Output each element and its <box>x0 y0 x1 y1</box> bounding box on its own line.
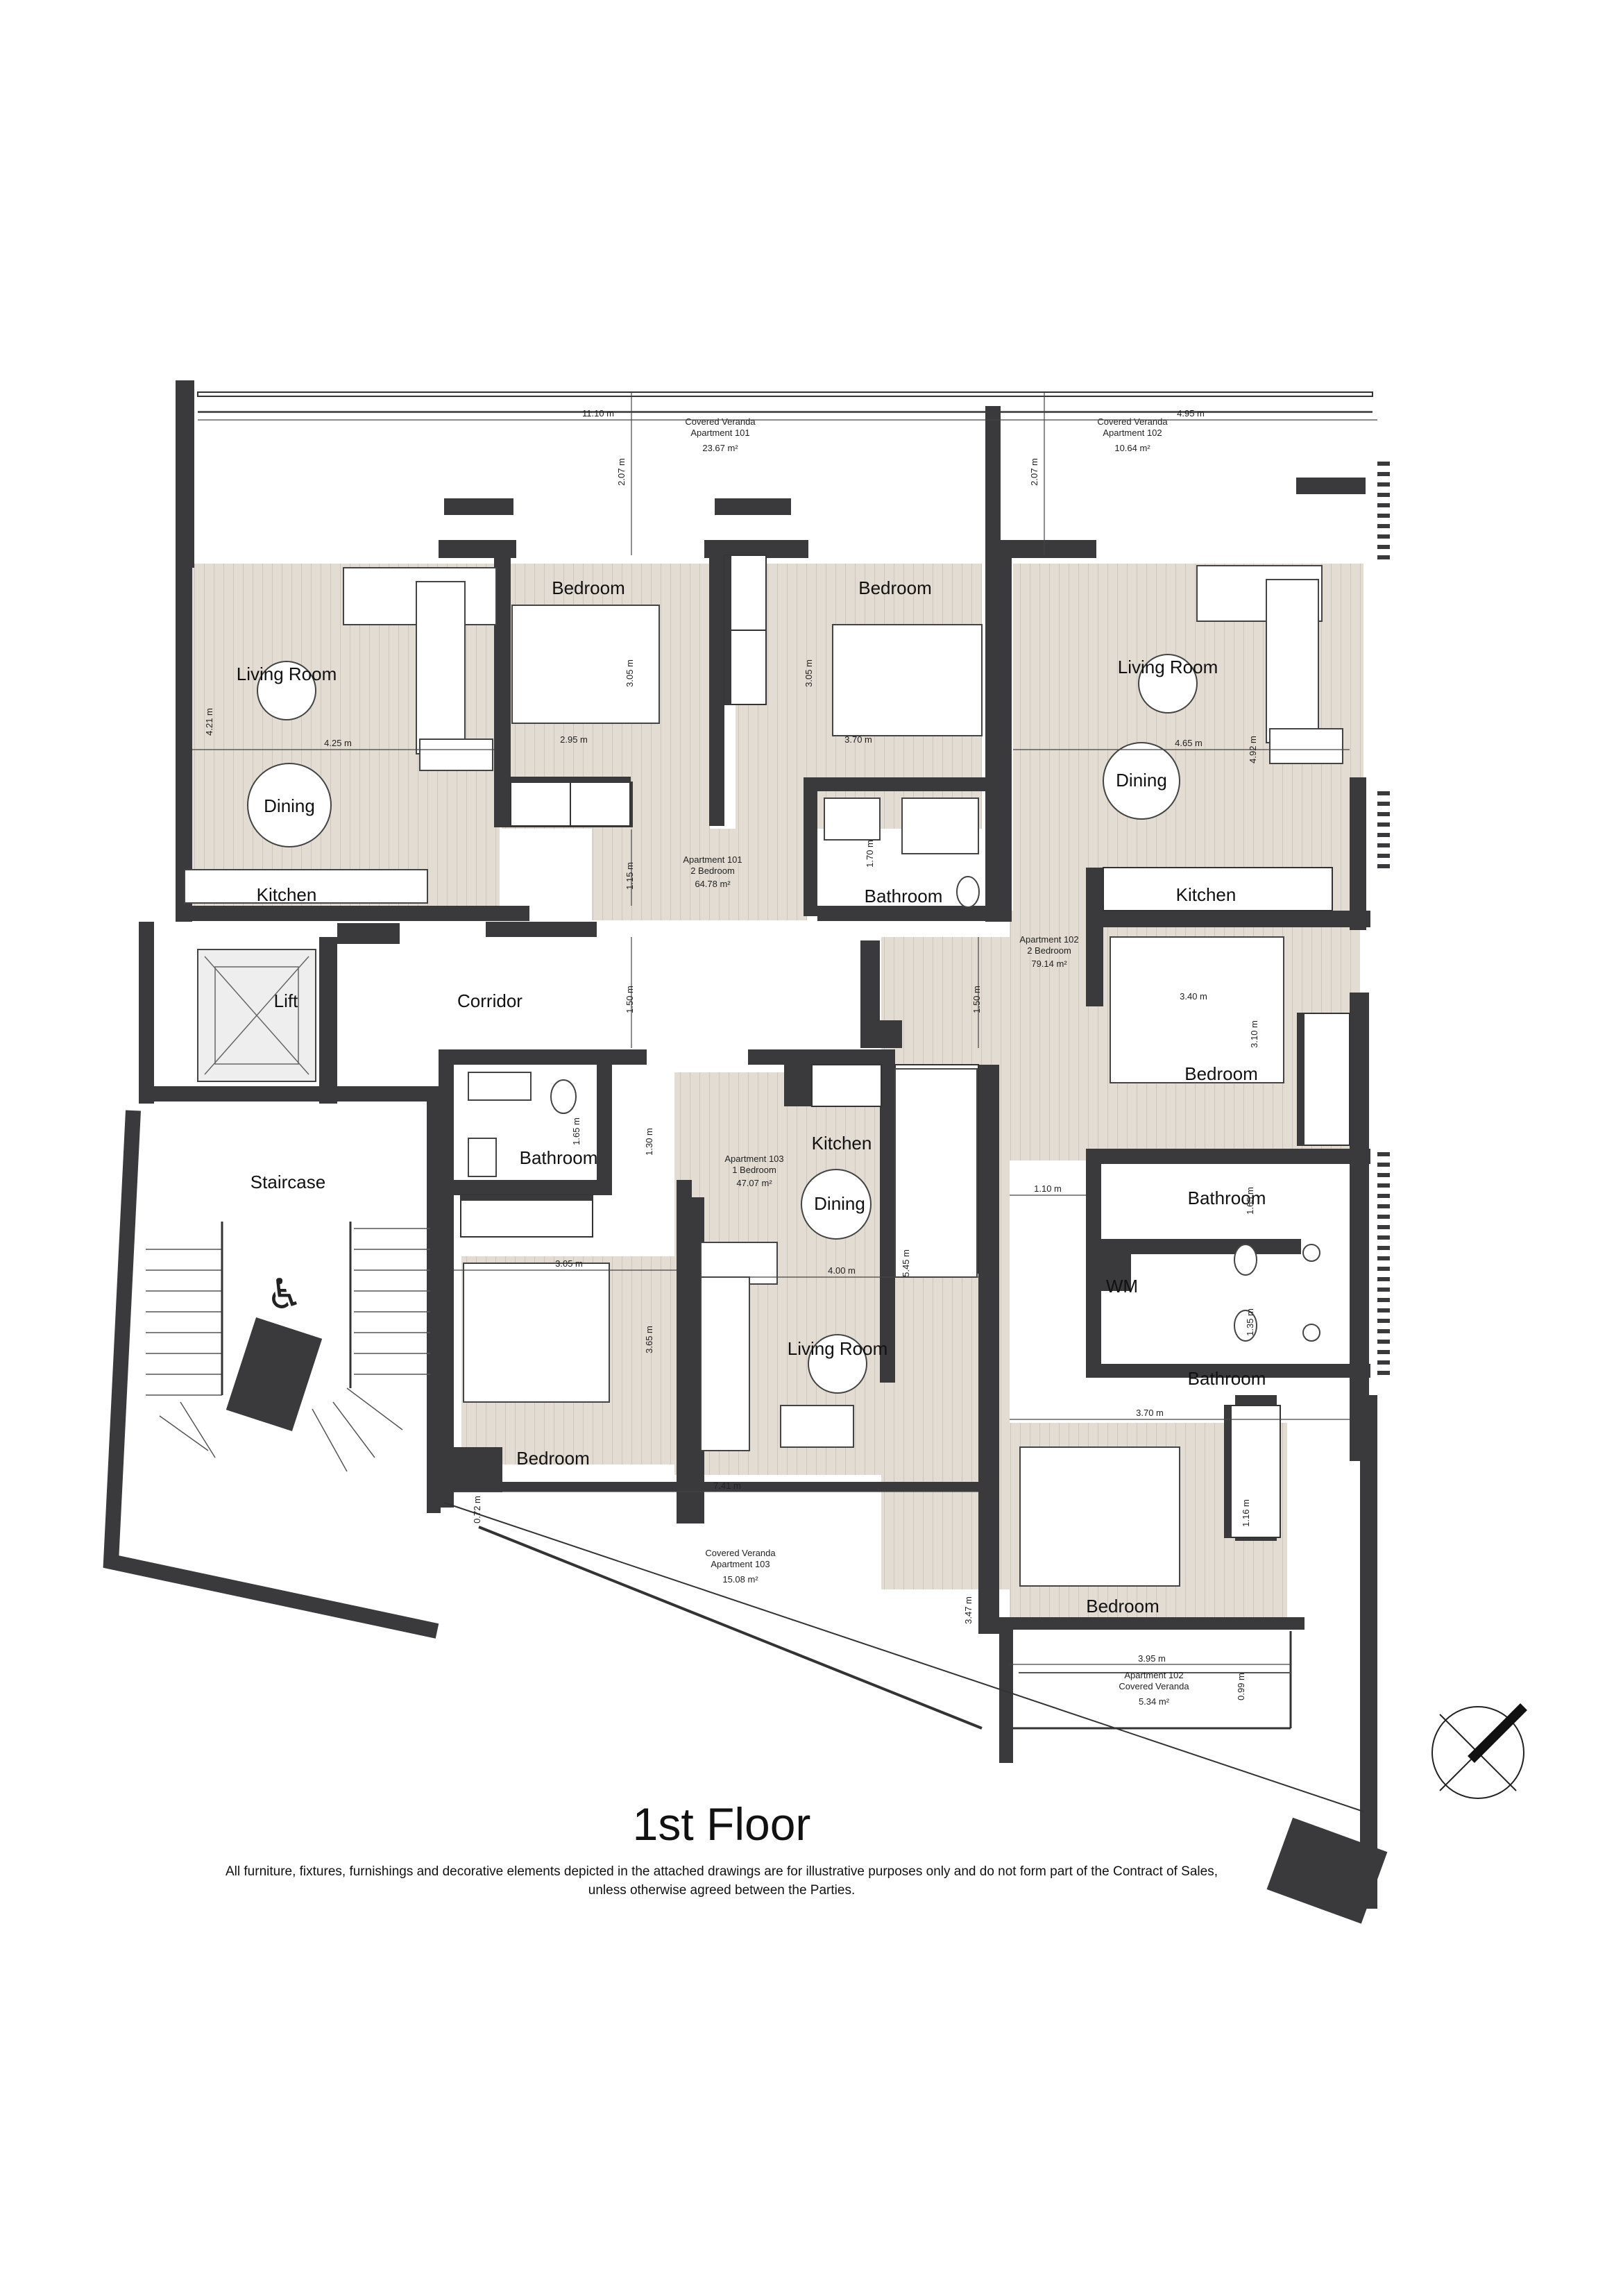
dim-3-70b: 3.70 m <box>1136 1408 1164 1418</box>
dim-1-50b: 1.50 m <box>971 986 982 1013</box>
dim-0-99: 0.99 m <box>1236 1673 1246 1700</box>
furniture <box>184 565 1343 1673</box>
apt-103-line1: Apartment 103 <box>724 1154 783 1164</box>
veranda-102-bottom-area: 5.34 m² <box>1139 1696 1170 1707</box>
label-dining-102: Dining <box>1116 770 1167 791</box>
area-labels: Covered Veranda Apartment 101 23.67 m² C… <box>683 416 1189 1707</box>
dim-3-95: 3.95 m <box>1138 1653 1166 1664</box>
walls <box>103 380 1390 1924</box>
apt-101-line2: 2 Bedroom <box>690 866 735 876</box>
veranda-101-line1: Covered Veranda <box>685 416 756 427</box>
page-title: 1st Floor <box>632 1798 811 1850</box>
apt-101-line1: Apartment 101 <box>683 854 742 865</box>
apt-103-area: 47.07 m² <box>736 1178 772 1188</box>
dim-7-41: 7.41 m <box>713 1480 741 1491</box>
wheelchair-icon: ♿ <box>266 1270 303 1319</box>
label-wm: WM <box>1106 1276 1138 1297</box>
label-bathroom-102b: Bathroom <box>1188 1368 1266 1389</box>
dim-1-35: 1.35 m <box>1245 1308 1255 1336</box>
dim-3-47: 3.47 m <box>963 1596 974 1624</box>
apt-102-line1: Apartment 102 <box>1019 934 1078 945</box>
dim-1-16: 1.16 m <box>1241 1499 1251 1527</box>
dim-1-65b: 1.65 m <box>1245 1187 1255 1215</box>
dim-4-25: 4.25 m <box>324 738 352 748</box>
veranda-103-area: 15.08 m² <box>722 1574 758 1585</box>
label-kitchen-101: Kitchen <box>257 884 317 905</box>
dim-2-95: 2.95 m <box>560 734 588 745</box>
dim-4-00: 4.00 m <box>828 1265 856 1276</box>
disclaimer-text: All furniture, fixtures, furnishings and… <box>226 1864 1218 1898</box>
veranda-102-top-line2: Apartment 102 <box>1103 428 1162 438</box>
label-bedroom-103: Bedroom <box>516 1448 590 1469</box>
veranda-102-top-area: 10.64 m² <box>1114 443 1150 453</box>
apt-101-area: 64.78 m² <box>695 879 731 889</box>
label-corridor: Corridor <box>457 990 522 1011</box>
dim-1-10: 1.10 m <box>1034 1183 1062 1194</box>
dim-2-07a: 2.07 m <box>616 458 627 486</box>
dim-0-72: 0.72 m <box>472 1496 482 1523</box>
dining-tables <box>247 654 1198 1394</box>
veranda-101-line2: Apartment 101 <box>690 428 749 438</box>
dim-3-05a: 3.05 m <box>624 659 635 687</box>
veranda-103-line2: Apartment 103 <box>711 1559 770 1569</box>
veranda-102-bottom-line1: Apartment 102 <box>1124 1670 1183 1680</box>
label-bedroom-101a: Bedroom <box>552 577 625 598</box>
veranda-102-top-line1: Covered Veranda <box>1097 416 1168 427</box>
dim-5-45: 5.45 m <box>901 1249 911 1277</box>
apt-103-line2: 1 Bedroom <box>732 1165 776 1175</box>
dim-4-65: 4.65 m <box>1175 738 1203 748</box>
label-dining-101: Dining <box>264 795 315 816</box>
dim-1-15: 1.15 m <box>624 862 635 890</box>
label-bathroom-103: Bathroom <box>520 1147 598 1168</box>
dim-1-50a: 1.50 m <box>624 986 635 1013</box>
dim-3-05b: 3.05 m <box>804 659 814 687</box>
dim-4-92: 4.92 m <box>1248 736 1258 763</box>
dimension-lines <box>192 392 1377 1665</box>
dimension-labels: 11.10 m 4.95 m 2.07 m 2.07 m 4.21 m 4.25… <box>204 408 1259 1700</box>
dim-1-65a: 1.65 m <box>571 1117 581 1145</box>
dim-1-30: 1.30 m <box>644 1128 654 1156</box>
label-dining-103: Dining <box>814 1193 865 1214</box>
dim-11-10: 11.10 m <box>582 408 614 419</box>
label-bathroom-102a: Bathroom <box>1188 1188 1266 1208</box>
label-living-room-101: Living Room <box>237 664 337 684</box>
label-kitchen-102: Kitchen <box>1176 884 1237 905</box>
dim-4-95: 4.95 m <box>1177 408 1205 419</box>
veranda-103-line1: Covered Veranda <box>705 1548 776 1558</box>
dim-3-70a: 3.70 m <box>844 734 872 745</box>
veranda-101-area: 23.67 m² <box>702 443 738 453</box>
dim-4-21: 4.21 m <box>204 708 214 736</box>
apt-102-line2: 2 Bedroom <box>1027 945 1071 956</box>
dim-3-10: 3.10 m <box>1249 1020 1259 1048</box>
label-kitchen-103: Kitchen <box>812 1133 872 1154</box>
label-staircase: Staircase <box>250 1172 325 1192</box>
dim-3-05c: 3.05 m <box>555 1258 583 1269</box>
north-arrow-icon <box>1431 1703 1527 1799</box>
label-living-room-103: Living Room <box>788 1338 888 1359</box>
label-bedroom-102a: Bedroom <box>1184 1063 1258 1084</box>
apt-102-area: 79.14 m² <box>1031 959 1067 969</box>
label-bathroom-101: Bathroom <box>865 886 943 906</box>
dim-1-70: 1.70 m <box>865 840 875 868</box>
dim-2-07b: 2.07 m <box>1029 458 1039 486</box>
label-bedroom-102b: Bedroom <box>1086 1596 1159 1617</box>
room-labels: Living Room Dining Kitchen Bedroom Bedro… <box>237 577 1266 1617</box>
label-lift: Lift <box>274 990 298 1011</box>
veranda-102-bottom-line2: Covered Veranda <box>1119 1681 1189 1691</box>
label-bedroom-101b: Bedroom <box>858 577 932 598</box>
dim-3-65: 3.65 m <box>644 1326 654 1353</box>
label-living-room-102: Living Room <box>1118 657 1218 677</box>
dim-3-40: 3.40 m <box>1180 991 1207 1002</box>
